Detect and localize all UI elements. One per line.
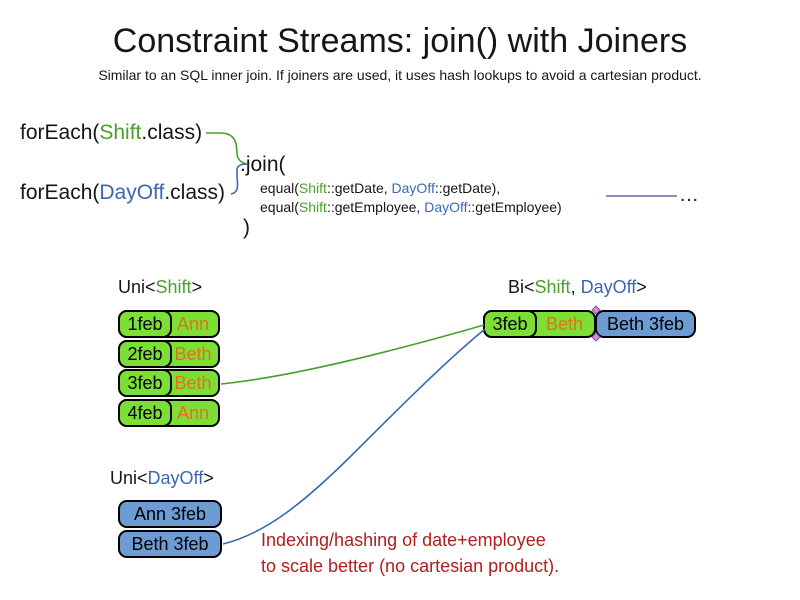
note-line: to scale better (no cartesian product).	[261, 556, 560, 576]
code-text: forEach(	[20, 121, 100, 144]
code-text: equal(	[260, 180, 299, 196]
label-text: Bi<	[508, 277, 535, 297]
code-text: ::getEmployee)	[467, 199, 562, 215]
bi-label: Bi<Shift, DayOff>	[508, 277, 647, 298]
code-join-open: .join(	[240, 153, 286, 176]
shift-token: Shift	[298, 199, 327, 215]
date-cell: 1feb	[118, 310, 172, 338]
code-join-close: )	[243, 216, 250, 239]
code-foreach-dayoff: forEach(DayOff.class)	[20, 181, 225, 205]
shift-token: Shift	[534, 277, 571, 297]
table-row: 2feb Beth	[118, 340, 220, 368]
bi-row-shift-part: 3feb Beth	[483, 310, 596, 338]
label-text: Uni<	[118, 277, 156, 297]
date-cell: 3feb	[118, 369, 172, 397]
ellipsis-text: …	[679, 184, 700, 206]
shift-token: Shift	[298, 180, 327, 196]
date-cell: 2feb	[118, 340, 172, 368]
code-text: ::getDate,	[326, 180, 392, 196]
shift-token: Shift	[99, 121, 142, 144]
table-row: 4feb Ann	[118, 399, 220, 427]
shift-to-bi-connector	[220, 324, 485, 385]
code-text: .class)	[141, 121, 203, 144]
dayoff-token: DayOff	[99, 181, 165, 204]
label-text: >	[191, 277, 203, 297]
date-cell: 3feb	[483, 310, 537, 338]
code-text: ::getEmployee,	[326, 199, 425, 215]
note-line: Indexing/hashing of date+employee	[261, 530, 546, 550]
indexing-note: Indexing/hashing of date+employee to sca…	[261, 527, 559, 579]
employee-cell: Ann	[176, 313, 210, 334]
label-text: Uni<	[110, 468, 148, 488]
code-equal-date: equal(Shift::getDate, DayOff::getDate),	[260, 180, 500, 196]
table-row: 1feb Ann	[118, 310, 220, 338]
bi-row-dayoff-part: Beth 3feb	[595, 310, 696, 338]
label-text: >	[636, 277, 647, 297]
slide-title: Constraint Streams: join() with Joiners	[112, 22, 688, 60]
dayoff-token: DayOff	[147, 468, 204, 488]
code-equal-employee: equal(Shift::getEmployee, DayOff::getEmp…	[260, 199, 562, 215]
shift-token: Shift	[155, 277, 192, 297]
code-foreach-shift: forEach(Shift.class)	[20, 121, 202, 145]
uni-dayoff-label: Uni<DayOff>	[110, 468, 214, 489]
code-text: .class)	[164, 181, 226, 204]
employee-cell: Beth	[174, 372, 212, 393]
code-text: forEach(	[20, 181, 100, 204]
dayoff-to-bi-connector	[222, 328, 486, 545]
date-cell: 4feb	[118, 399, 172, 427]
code-text: equal(	[260, 199, 299, 215]
label-text: >	[203, 468, 214, 488]
slide-subtitle: Similar to an SQL inner join. If joiners…	[98, 67, 702, 83]
table-row: Ann 3feb	[118, 500, 222, 528]
employee-cell: Beth	[545, 313, 584, 334]
table-row: 3feb Beth	[118, 369, 220, 397]
dayoff-token: DayOff	[424, 199, 468, 215]
label-text: ,	[570, 277, 581, 297]
dayoff-token: DayOff	[391, 180, 435, 196]
uni-shift-label: Uni<Shift>	[118, 277, 202, 298]
dayoff-token: DayOff	[580, 277, 637, 297]
table-row: Beth 3feb	[118, 530, 222, 558]
employee-cell: Ann	[176, 402, 210, 423]
code-text: ::getDate),	[434, 180, 501, 196]
employee-cell: Beth	[174, 343, 212, 364]
